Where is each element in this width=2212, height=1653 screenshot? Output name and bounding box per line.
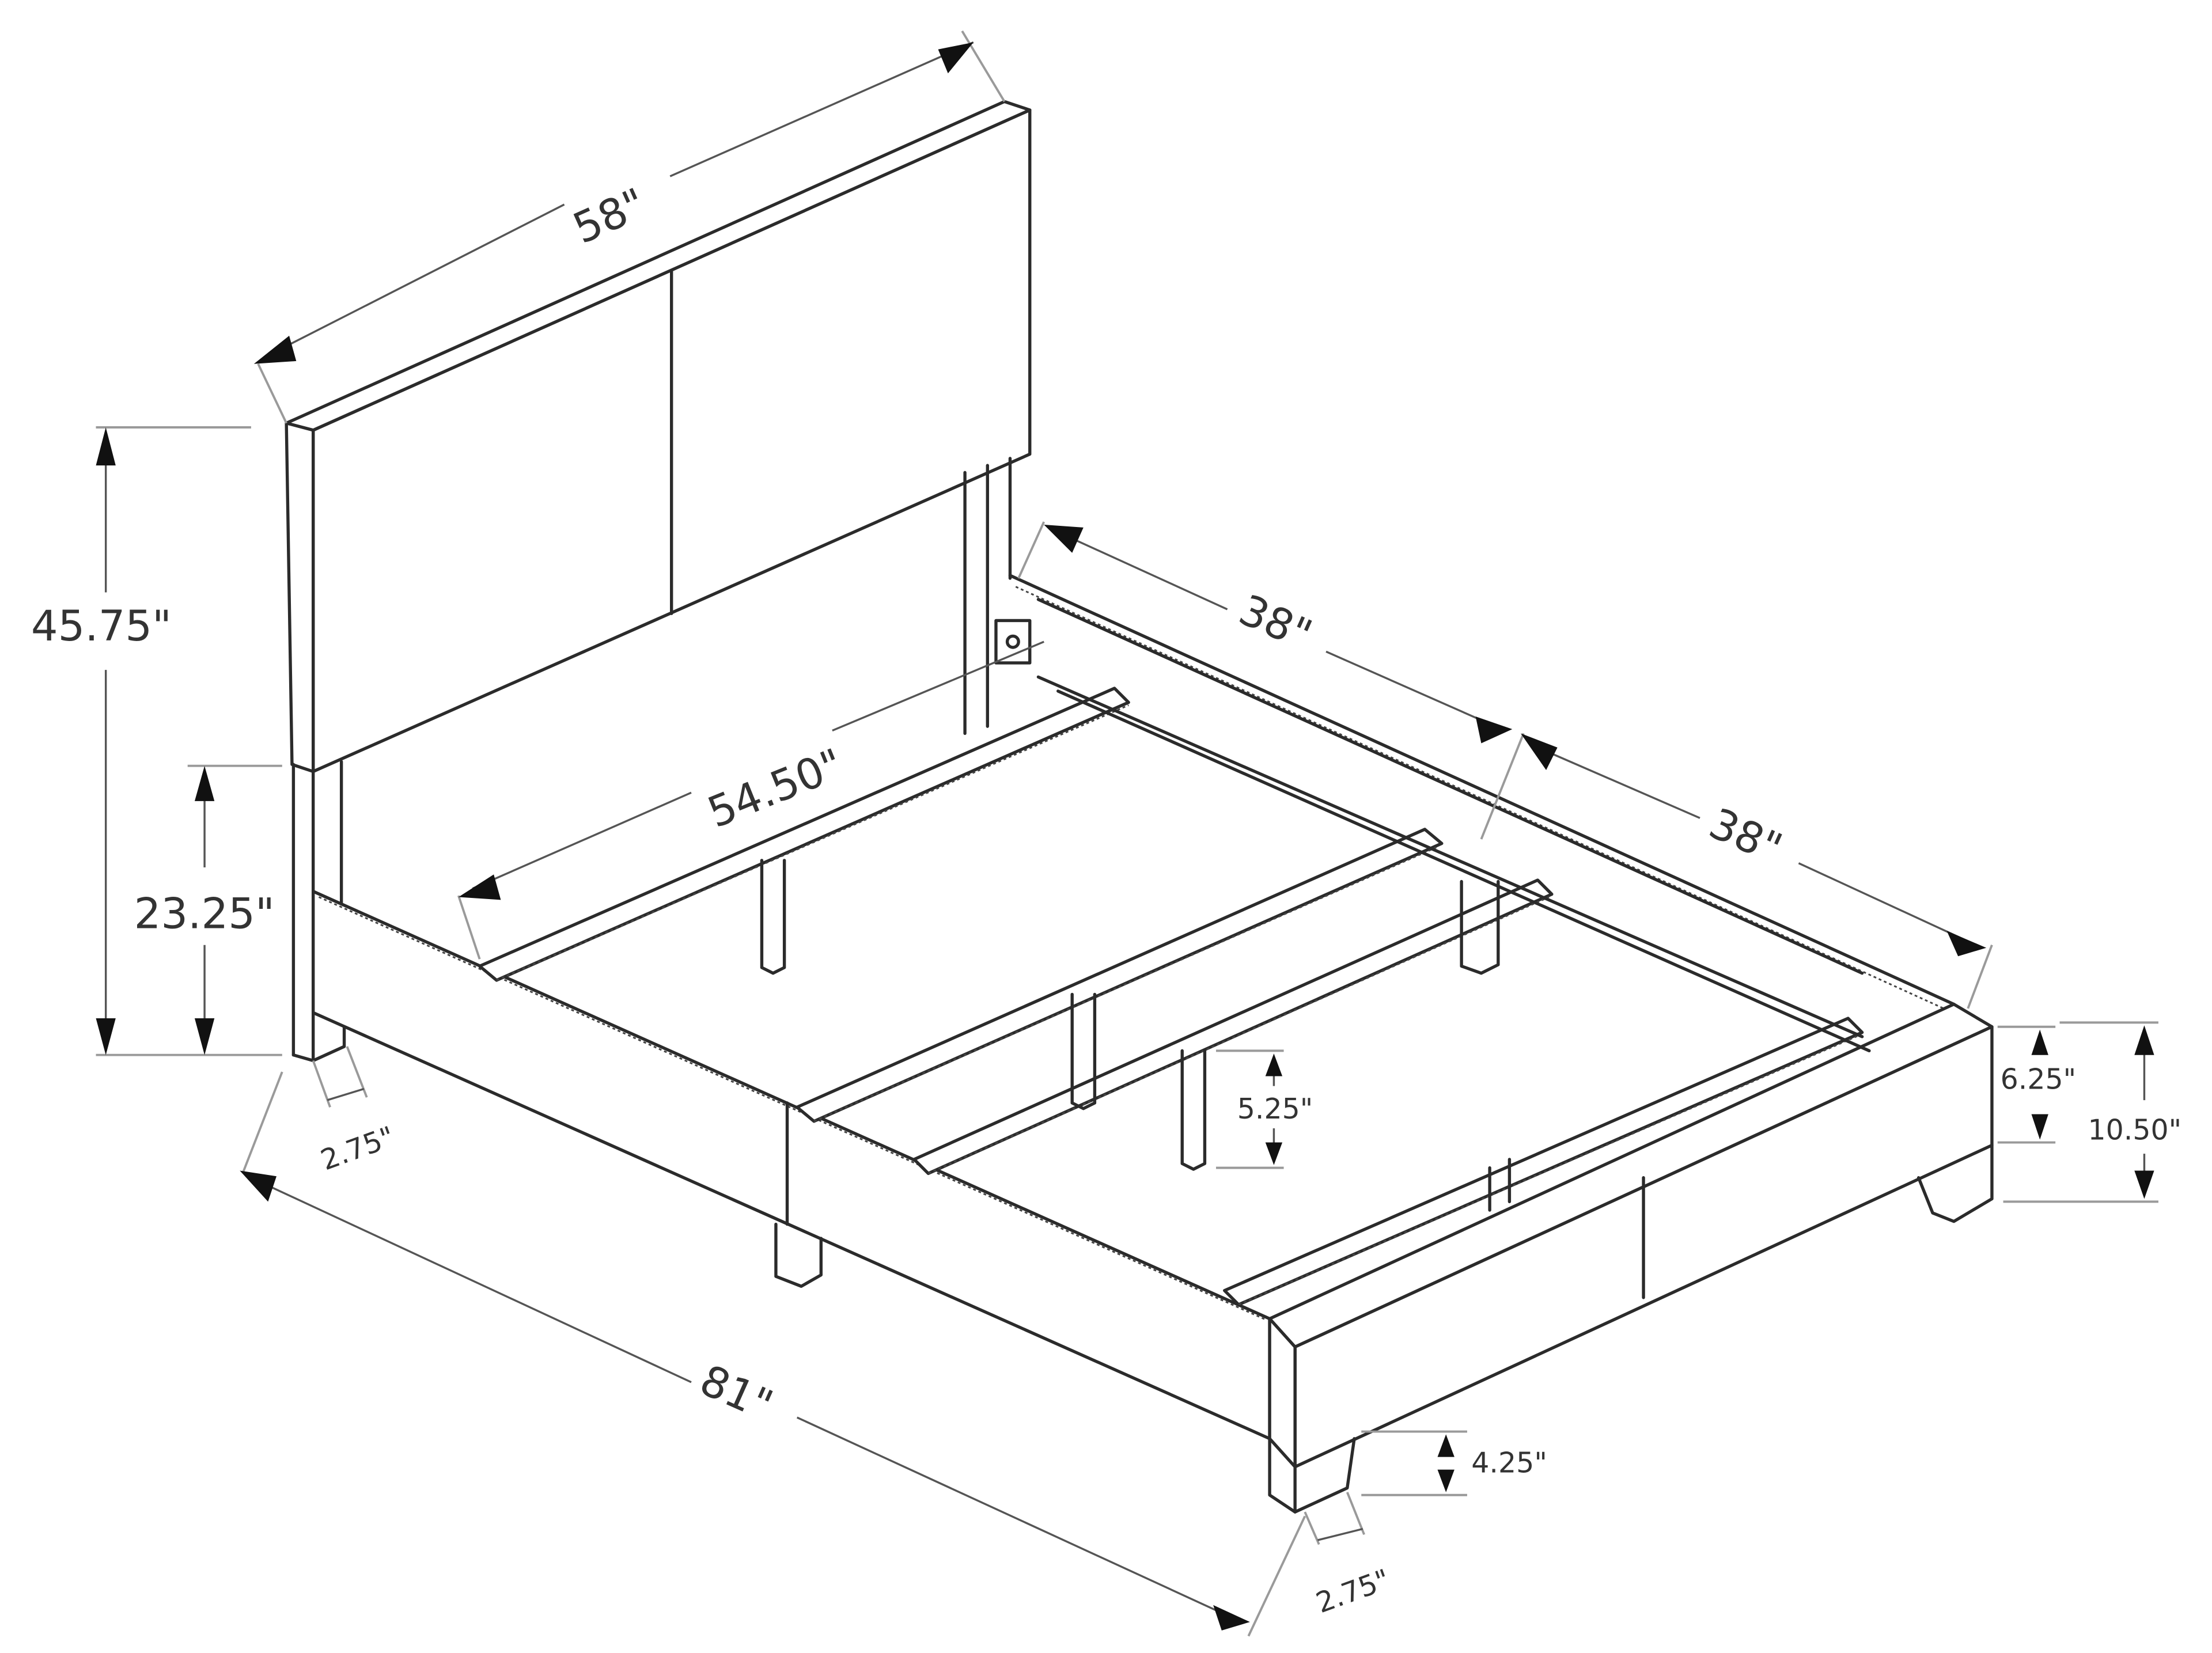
dimension-side-rail: 38" 38" — [1017, 521, 1993, 1009]
dimension-headboard-bottom-height: 23.25" — [134, 764, 282, 1055]
dimension-total-height: 45.75" — [31, 426, 282, 1056]
dimension-footboard-height: 10.50" — [2003, 1021, 2181, 1203]
slats — [478, 675, 1871, 1306]
label-5-25in: 5.25" — [1237, 1093, 1313, 1125]
right-side-rail — [994, 574, 1956, 1011]
headboard — [285, 100, 1032, 1063]
label-6-25in: 6.25" — [2001, 1063, 2077, 1095]
dimension-inner-width: 54.50" — [457, 640, 1044, 960]
label-38in-first: 38" — [1232, 586, 1319, 660]
label-10-50in: 10.50" — [2088, 1114, 2181, 1147]
footboard — [1268, 1002, 1994, 1514]
label-23-25in: 23.25" — [134, 889, 275, 938]
dimension-foot-leg-width: 2.75" — [1304, 1492, 1394, 1620]
dimension-headboard-leg-width: 2.75" — [312, 1046, 399, 1177]
dimension-rail-height: 6.25" — [1997, 1025, 2077, 1144]
label-45-75in: 45.75" — [31, 602, 172, 651]
dimension-headboard-width: 58" — [253, 30, 1006, 424]
label-2-75in-headboard-leg: 2.75" — [316, 1120, 399, 1177]
dimension-center-leg-height: 5.25" — [1216, 1049, 1313, 1169]
label-58in: 58" — [566, 179, 653, 253]
label-2-75in-foot-leg: 2.75" — [1312, 1563, 1394, 1620]
label-81in: 81" — [693, 1356, 780, 1430]
label-4-25in: 4.25" — [1471, 1447, 1547, 1480]
label-38in-second: 38" — [1702, 799, 1789, 873]
dimension-foot-leg-height: 4.25" — [1361, 1430, 1547, 1496]
